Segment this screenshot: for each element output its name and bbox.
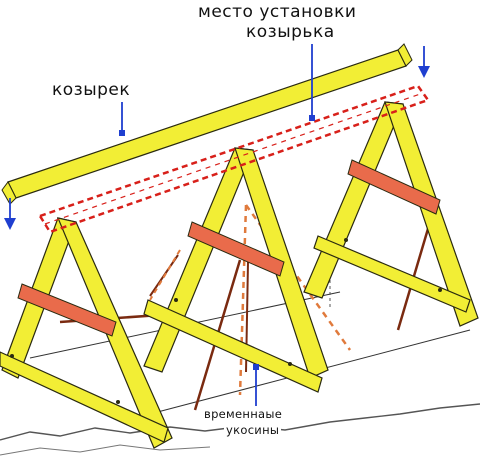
truss-rear (303, 101, 479, 327)
pointer-braces (253, 364, 259, 406)
ridge-install-outline (38, 84, 430, 234)
braces-label-line1: временнаые (202, 407, 285, 421)
truss-rear-crossbar (347, 159, 441, 215)
braces-label-line2: укосины (224, 423, 282, 437)
truss-rear-right-leg (384, 101, 479, 327)
ridge-label: козырек (52, 80, 131, 100)
pointer-ridge-place (309, 44, 315, 121)
ground-line-2 (0, 444, 211, 456)
down-arrow-icon (418, 46, 430, 78)
truss-rear-lower-beam (313, 235, 471, 313)
ridge-place-label-line2: козырька (246, 22, 335, 42)
down-arrow-icon (4, 198, 16, 230)
pointer-ridge (119, 102, 125, 136)
truss-front-crossbar (17, 283, 117, 337)
ridge-board (1, 43, 413, 205)
truss-middle-crossbar (187, 221, 285, 277)
orange-guides (149, 204, 352, 396)
truss-front-right-leg (57, 217, 173, 449)
truss-front (0, 217, 173, 449)
ridge-place-label-line1: место установки (198, 2, 357, 22)
truss-middle (143, 147, 329, 393)
truss-middle-lower-beam (143, 299, 323, 393)
truss-front-lower-beam (0, 351, 169, 443)
ridge-install-centerline (44, 92, 424, 225)
